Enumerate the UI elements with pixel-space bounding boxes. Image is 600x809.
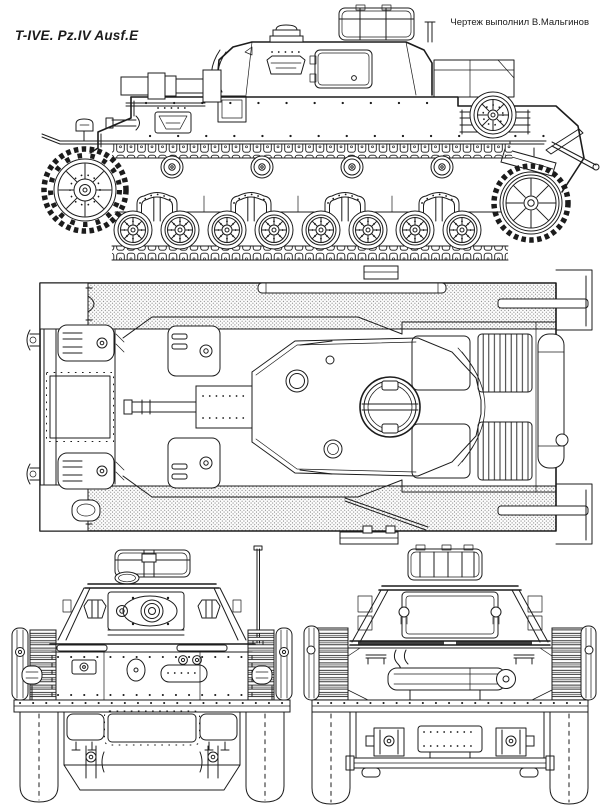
- top-rear-rack: [497, 269, 593, 545]
- rear-lower-hull: [345, 711, 555, 778]
- model-designation-label: T-IVE. Pz.IV Ausf.E: [15, 28, 139, 43]
- side-gun: [120, 69, 222, 107]
- front-view-drawing: [11, 545, 293, 803]
- top-front-plate: [26, 282, 115, 532]
- side-running-gear: [41, 143, 571, 261]
- rear-turret: [351, 544, 549, 643]
- front-turret: [57, 545, 264, 646]
- front-lower-tracks: [19, 711, 285, 803]
- rear-lower-tracks: [311, 711, 589, 805]
- rear-view-drawing: [303, 544, 597, 805]
- top-superstructure: [114, 316, 403, 498]
- top-engine-deck: [401, 321, 569, 493]
- side-rear-deck: [433, 59, 600, 177]
- draftsman-credit-label: Чертеж выполнил В.Мальгинов: [450, 17, 589, 28]
- rear-fender: [311, 699, 589, 713]
- top-view-drawing: [26, 265, 593, 545]
- front-lower-hull: [63, 710, 241, 791]
- top-stowed-tools: [257, 265, 447, 545]
- top-turret: [251, 337, 482, 531]
- side-view-drawing: [41, 4, 600, 261]
- top-right-track-band: [88, 486, 556, 531]
- side-turret: [210, 4, 436, 96]
- side-hull: [41, 95, 585, 213]
- front-fender: [13, 665, 291, 713]
- top-gun: [123, 385, 269, 429]
- front-hull: [49, 643, 256, 701]
